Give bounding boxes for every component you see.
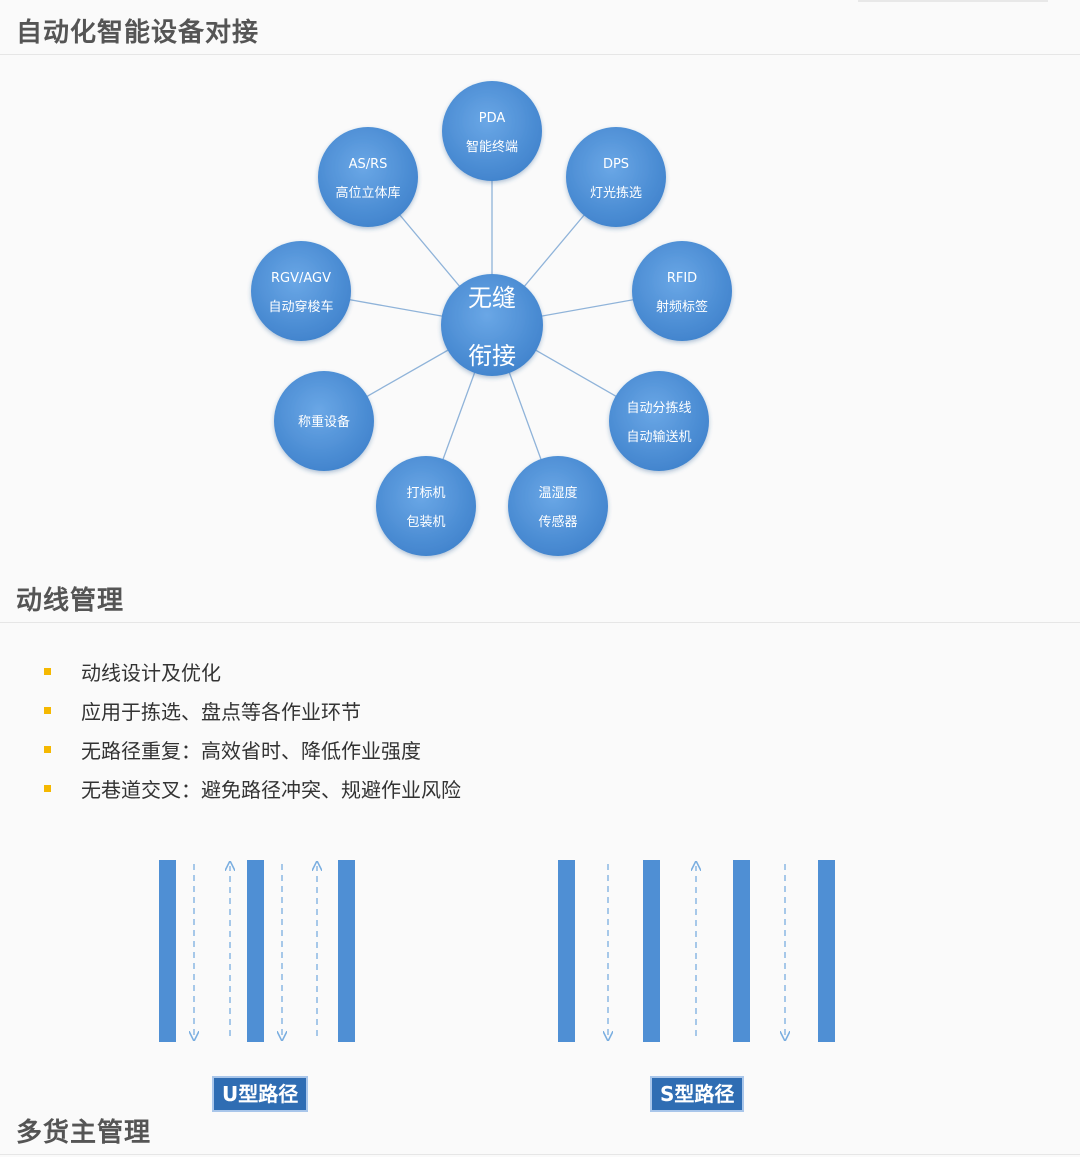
node-label-rgv-line2: 自动穿梭车 (268, 299, 333, 315)
node-label-sorter-line2: 自动输送机 (626, 429, 691, 445)
section-title-multi-owner: 多货主管理 (16, 1118, 152, 1148)
bullet-marker (44, 746, 51, 753)
bullet-text: 无巷道交叉：避免路径冲突、规避作业风险 (81, 778, 461, 802)
node-label-asrs-line2: 高位立体库 (335, 185, 400, 201)
node-label-asrs-line1: AS/RS (349, 157, 388, 172)
node-label-rfid-line1: RFID (667, 271, 697, 286)
bullet-marker (44, 668, 51, 675)
hub-text-line2: 衔接 (468, 342, 516, 370)
node-circle-scale (274, 371, 374, 471)
divider-flow (0, 622, 1080, 623)
node-label-labeler-line1: 打标机 (406, 486, 445, 501)
bullet-text: 无路径重复：高效省时、降低作业强度 (81, 739, 421, 763)
node-label-scale-line1: 称重设备 (298, 414, 350, 430)
node-asrs: AS/RS 高位立体库 (318, 127, 418, 227)
node-pda: PDA 智能终端 (442, 81, 542, 181)
u-route-rack-1 (159, 860, 176, 1042)
s-route-rack-1 (558, 860, 575, 1042)
hub-text-line1: 无缝 (468, 284, 516, 312)
node-rgv: RGV/AGV 自动穿梭车 (251, 241, 351, 341)
s-route-rack-3 (733, 860, 750, 1042)
hub-node: 无缝 衔接 (441, 274, 543, 376)
list-item: 无巷道交叉：避免路径冲突、规避作业风险 (44, 769, 461, 808)
bullet-marker (44, 707, 51, 714)
list-item: 应用于拣选、盘点等各作业环节 (44, 691, 461, 730)
node-label-rfid-line2: 射频标签 (656, 299, 708, 315)
node-circle-rfid (632, 241, 732, 341)
node-circle-sensor (508, 456, 608, 556)
route-diagrams (159, 860, 835, 1042)
s-route-rack-4 (818, 860, 835, 1042)
node-label-sensor-line2: 传感器 (538, 514, 577, 530)
node-circle-sorter (609, 371, 709, 471)
node-circle-labeler (376, 456, 476, 556)
list-item: 无路径重复：高效省时、降低作业强度 (44, 730, 461, 769)
bullet-text: 动线设计及优化 (81, 661, 221, 685)
list-item: 动线设计及优化 (44, 652, 461, 691)
bullet-marker (44, 785, 51, 792)
s-route-label: S型路径 (652, 1078, 743, 1110)
bullet-text: 应用于拣选、盘点等各作业环节 (81, 700, 361, 724)
section-title-flow: 动线管理 (16, 586, 125, 616)
node-label-dps-line2: 灯光拣选 (590, 186, 642, 201)
node-label-sensor-line1: 温湿度 (538, 485, 577, 501)
node-label-dps-line1: DPS (603, 157, 629, 172)
u-route-rack-2 (247, 860, 264, 1042)
node-circle-pda (442, 81, 542, 181)
divider-multi-owner (0, 1154, 1080, 1155)
top-edge-line (858, 0, 1048, 2)
node-label-pda-line1: PDA (479, 111, 506, 126)
node-scale: 称重设备 (274, 371, 374, 471)
node-label-pda-line2: 智能终端 (466, 139, 518, 155)
node-label-sorter-line1: 自动分拣线 (626, 401, 691, 416)
divider-equipment (0, 54, 1080, 55)
s-route-rack-2 (643, 860, 660, 1042)
u-route-label: U型路径 (214, 1078, 307, 1110)
section-title-equipment: 自动化智能设备对接 (16, 18, 260, 48)
hub-circle (441, 274, 543, 376)
nodes-layer: PDA智能终端DPS灯光拣选RFID射频标签自动分拣线自动输送机温湿度传感器打标… (251, 81, 732, 556)
node-circle-rgv (251, 241, 351, 341)
node-label-labeler-line2: 包装机 (406, 515, 445, 530)
bullet-list: 动线设计及优化 应用于拣选、盘点等各作业环节 无路径重复：高效省时、降低作业强度… (44, 652, 461, 808)
node-circle-asrs (318, 127, 418, 227)
u-route-rack-3 (338, 860, 355, 1042)
node-circle-dps (566, 127, 666, 227)
node-dps: DPS 灯光拣选 (566, 127, 666, 227)
node-rfid: RFID 射频标签 (632, 241, 732, 341)
node-label-rgv-line1: RGV/AGV (271, 271, 331, 286)
